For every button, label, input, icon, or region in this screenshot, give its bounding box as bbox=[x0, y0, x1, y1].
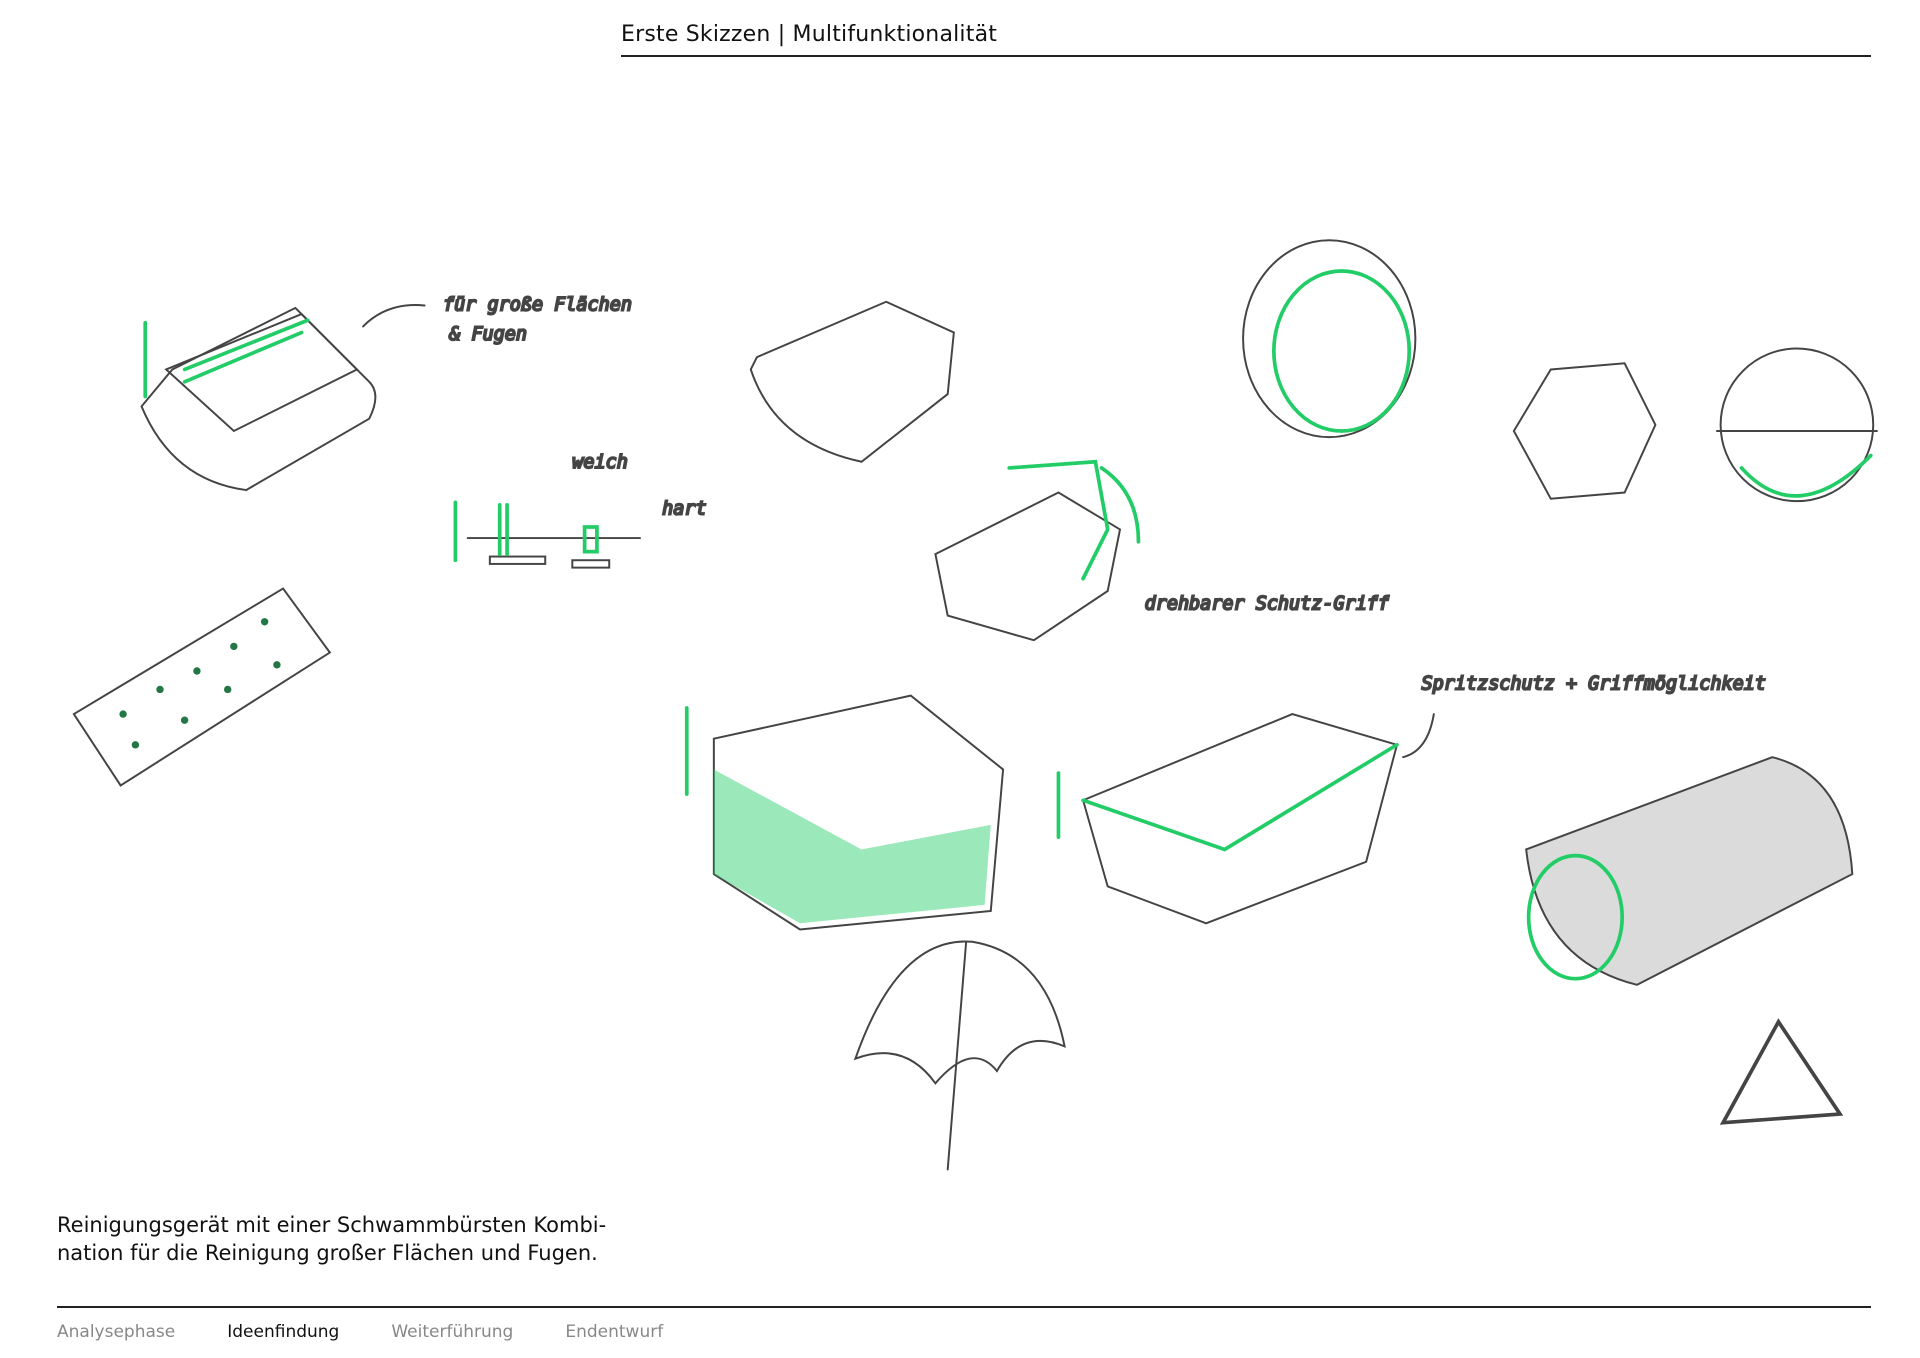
page-title: Erste Skizzen | Multifunktionalität bbox=[621, 22, 998, 47]
annotation-rotating-grip: drehbarer Schutz-Griff bbox=[1145, 593, 1390, 614]
flat-brush-sketch bbox=[72, 587, 332, 787]
sponge-green-band-sketch bbox=[684, 694, 1005, 931]
description-line-1: Reinigungsgerät mit einer Schwammbürsten… bbox=[57, 1213, 607, 1237]
sponge-sketch-2 bbox=[749, 300, 955, 463]
footer-divider bbox=[57, 1306, 1871, 1308]
header-divider bbox=[621, 55, 1871, 57]
nav-endentwurf[interactable]: Endentwurf bbox=[565, 1322, 664, 1342]
nav-weiterfuehrung[interactable]: Weiterführung bbox=[391, 1322, 514, 1342]
wheel-sketch bbox=[1242, 239, 1417, 439]
annotation-large-surfaces: für große Flächen bbox=[443, 294, 632, 315]
roller-sketch bbox=[1525, 756, 1854, 986]
annotation-hard: hart bbox=[662, 499, 706, 520]
umbrella-sketch bbox=[853, 940, 1066, 1171]
annotation-joints: & Fugen bbox=[448, 324, 527, 345]
roller-half-sketch bbox=[1715, 347, 1878, 503]
sponge-brush-sketch-1 bbox=[140, 306, 377, 492]
hexagon-sketch bbox=[1512, 362, 1657, 500]
sponge-splash-guard-sketch bbox=[1056, 713, 1399, 925]
description-line-2: nation für die Reinigung großer Flächen … bbox=[57, 1241, 598, 1265]
sponge-with-handle-sketch bbox=[934, 459, 1141, 642]
annotation-splash-guard: Spritzschutz + Griffmöglichkeit bbox=[1422, 673, 1766, 694]
triangle-sketch bbox=[1719, 1018, 1844, 1125]
annotation-soft: weich bbox=[572, 452, 628, 473]
bristle-detail-sketch bbox=[453, 500, 641, 569]
nav-analysephase[interactable]: Analysephase bbox=[57, 1322, 176, 1342]
footer-nav: Analysephase Ideenfindung Weiterführung … bbox=[57, 1322, 715, 1342]
nav-ideenfindung[interactable]: Ideenfindung bbox=[227, 1322, 340, 1342]
description-text: Reinigungsgerät mit einer Schwammbürsten… bbox=[57, 1211, 606, 1267]
